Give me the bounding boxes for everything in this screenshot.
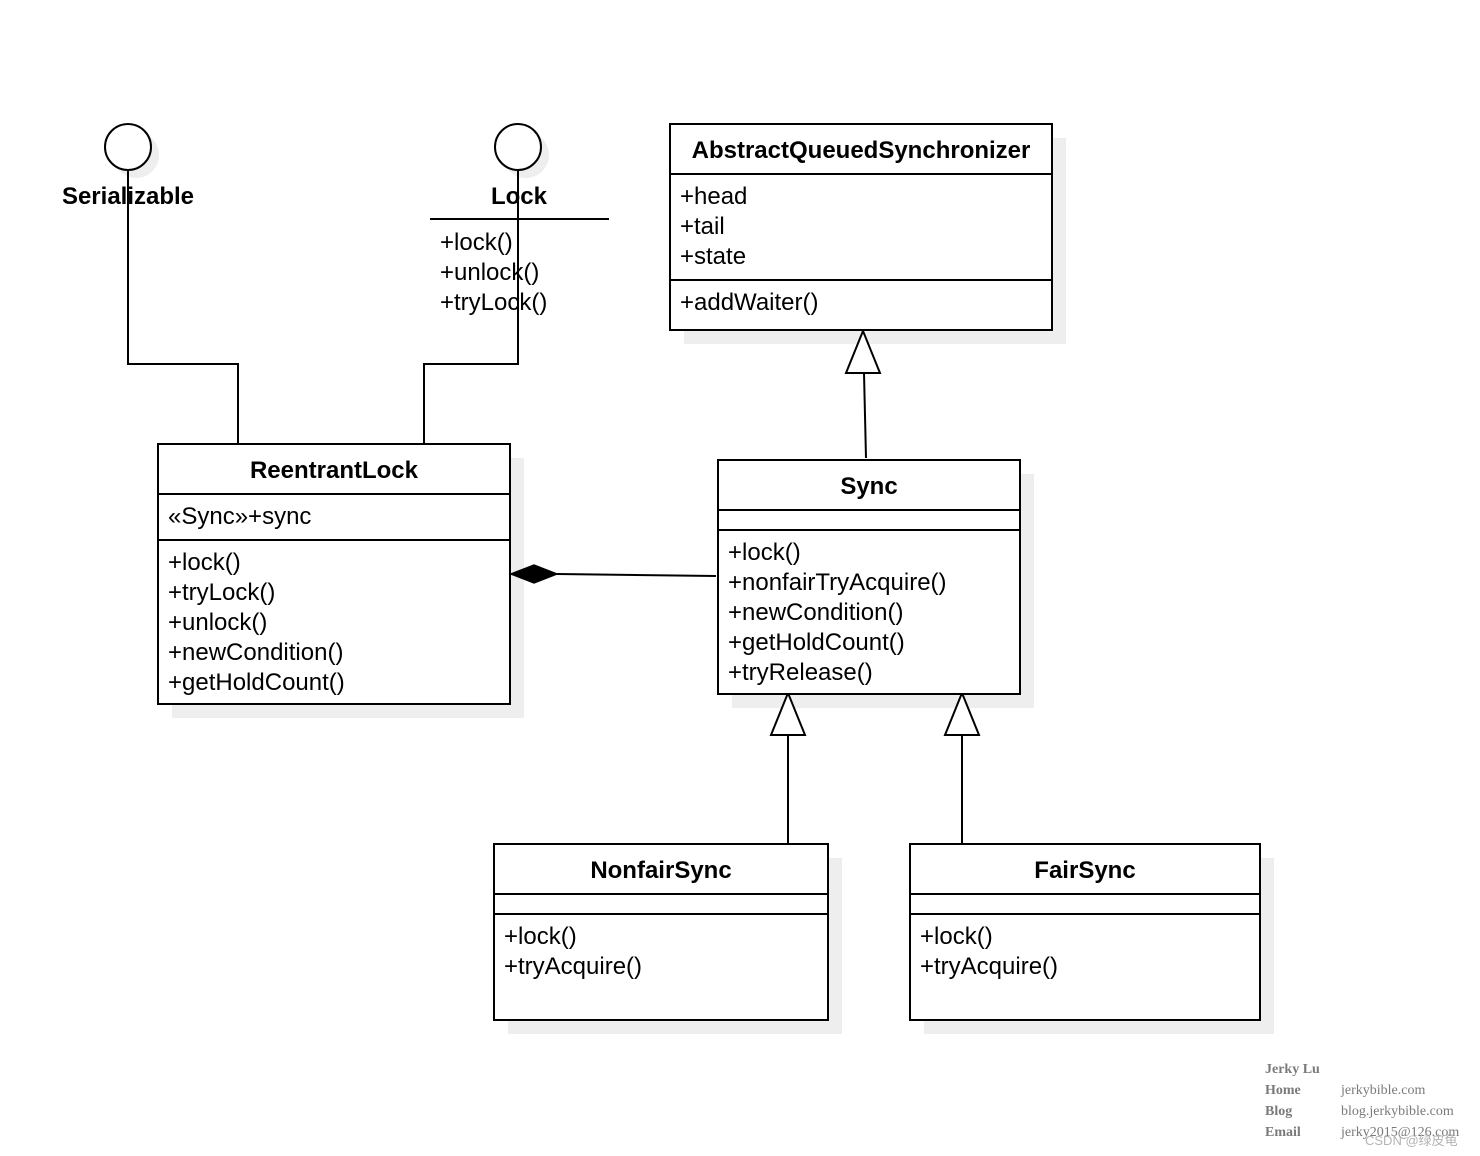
class-sync-method: +lock(): [728, 539, 801, 566]
class-fair-sync-method: +tryAcquire(): [920, 953, 1058, 980]
class-reentrant-lock-method: +tryLock(): [168, 579, 275, 606]
class-sync-method: +getHoldCount(): [728, 629, 905, 656]
generalization-arrowhead-fair: [943, 690, 981, 736]
class-reentrant-lock[interactable]: ReentrantLock «Sync»+sync +lock() +tryLo…: [157, 443, 511, 705]
class-nonfair-sync-box: [493, 843, 829, 1021]
watermark: CSDN @绿皮龟: [1365, 1133, 1458, 1148]
class-nonfair-sync-method: +lock(): [504, 923, 577, 950]
interface-lock-name: Lock: [491, 183, 548, 210]
class-nonfair-sync-method: +tryAcquire(): [504, 953, 642, 980]
class-aqs-method: +addWaiter(): [680, 289, 819, 316]
class-aqs-attribute: +tail: [680, 213, 725, 240]
class-sync-box: [717, 459, 1021, 695]
class-fair-sync[interactable]: FairSync +lock() +tryAcquire(): [909, 843, 1261, 1021]
class-sync-method: +newCondition(): [728, 599, 903, 626]
credit-value: jerkybible.com: [1341, 1083, 1426, 1098]
credit-value: blog.jerkybible.com: [1341, 1104, 1454, 1119]
class-nonfair-sync[interactable]: NonfairSync +lock() +tryAcquire(): [493, 843, 829, 1021]
class-nonfair-sync-name: NonfairSync: [590, 857, 731, 884]
class-sync-method: +tryRelease(): [728, 659, 873, 686]
class-fair-sync-method: +lock(): [920, 923, 993, 950]
composition-line: [556, 573, 717, 577]
realization-serializable-line: [127, 170, 239, 444]
class-reentrant-lock-box: [157, 443, 511, 705]
generalization-arrowhead-aqs: [844, 328, 882, 374]
class-reentrant-lock-method: +getHoldCount(): [168, 669, 345, 696]
class-aqs-attribute: +state: [680, 243, 746, 270]
class-sync-method: +nonfairTryAcquire(): [728, 569, 947, 596]
interface-serializable-name: Serializable: [62, 183, 194, 210]
class-reentrant-lock-method: +newCondition(): [168, 639, 343, 666]
class-aqs-name: AbstractQueuedSynchronizer: [692, 137, 1031, 164]
interface-lollipop-icon: [104, 123, 152, 171]
author-name: Jerky Lu: [1265, 1062, 1320, 1077]
interface-lock-method: +tryLock(): [440, 289, 547, 316]
class-fair-sync-name: FairSync: [1034, 857, 1135, 884]
interface-lock-method: +lock(): [440, 229, 513, 256]
author-credits: Jerky Lu Home jerkybible.com Blog blog.j…: [1265, 1059, 1459, 1143]
realization-lock-line: [423, 170, 519, 444]
generalization-sync-aqs-line: [863, 372, 867, 459]
class-sync-name: Sync: [840, 473, 897, 500]
credit-value: jerky2015@126.com: [1341, 1125, 1460, 1140]
interface-lock-method: +unlock(): [440, 259, 539, 286]
class-sync[interactable]: Sync +lock() +nonfairTryAcquire() +newCo…: [717, 459, 1021, 695]
credit-row: Email jerky2015@126.com: [1265, 1122, 1459, 1143]
class-fair-sync-box: [909, 843, 1261, 1021]
interface-lock[interactable]: Lock +lock() +unlock() +tryLock(): [430, 123, 609, 316]
connectors: [127, 170, 963, 844]
interface-serializable[interactable]: Serializable: [62, 123, 194, 210]
class-aqs-box: [669, 123, 1053, 331]
class-reentrant-lock-method: +lock(): [168, 549, 241, 576]
class-reentrant-lock-method: +unlock(): [168, 609, 267, 636]
class-aqs[interactable]: AbstractQueuedSynchronizer +head +tail +…: [669, 123, 1053, 331]
class-reentrant-lock-name: ReentrantLock: [250, 457, 419, 484]
interface-lollipop-icon: [494, 123, 542, 171]
class-reentrant-lock-attribute: «Sync»+sync: [168, 503, 311, 530]
credit-key: Email: [1265, 1125, 1301, 1140]
class-aqs-attribute: +head: [680, 183, 747, 210]
credit-row: Blog blog.jerkybible.com: [1265, 1101, 1459, 1122]
credit-row: Home jerkybible.com: [1265, 1080, 1459, 1101]
generalization-arrowhead-nonfair: [769, 690, 807, 736]
composition-diamond: [508, 564, 560, 584]
credit-key: Home: [1265, 1083, 1301, 1098]
credit-key: Blog: [1265, 1104, 1293, 1119]
